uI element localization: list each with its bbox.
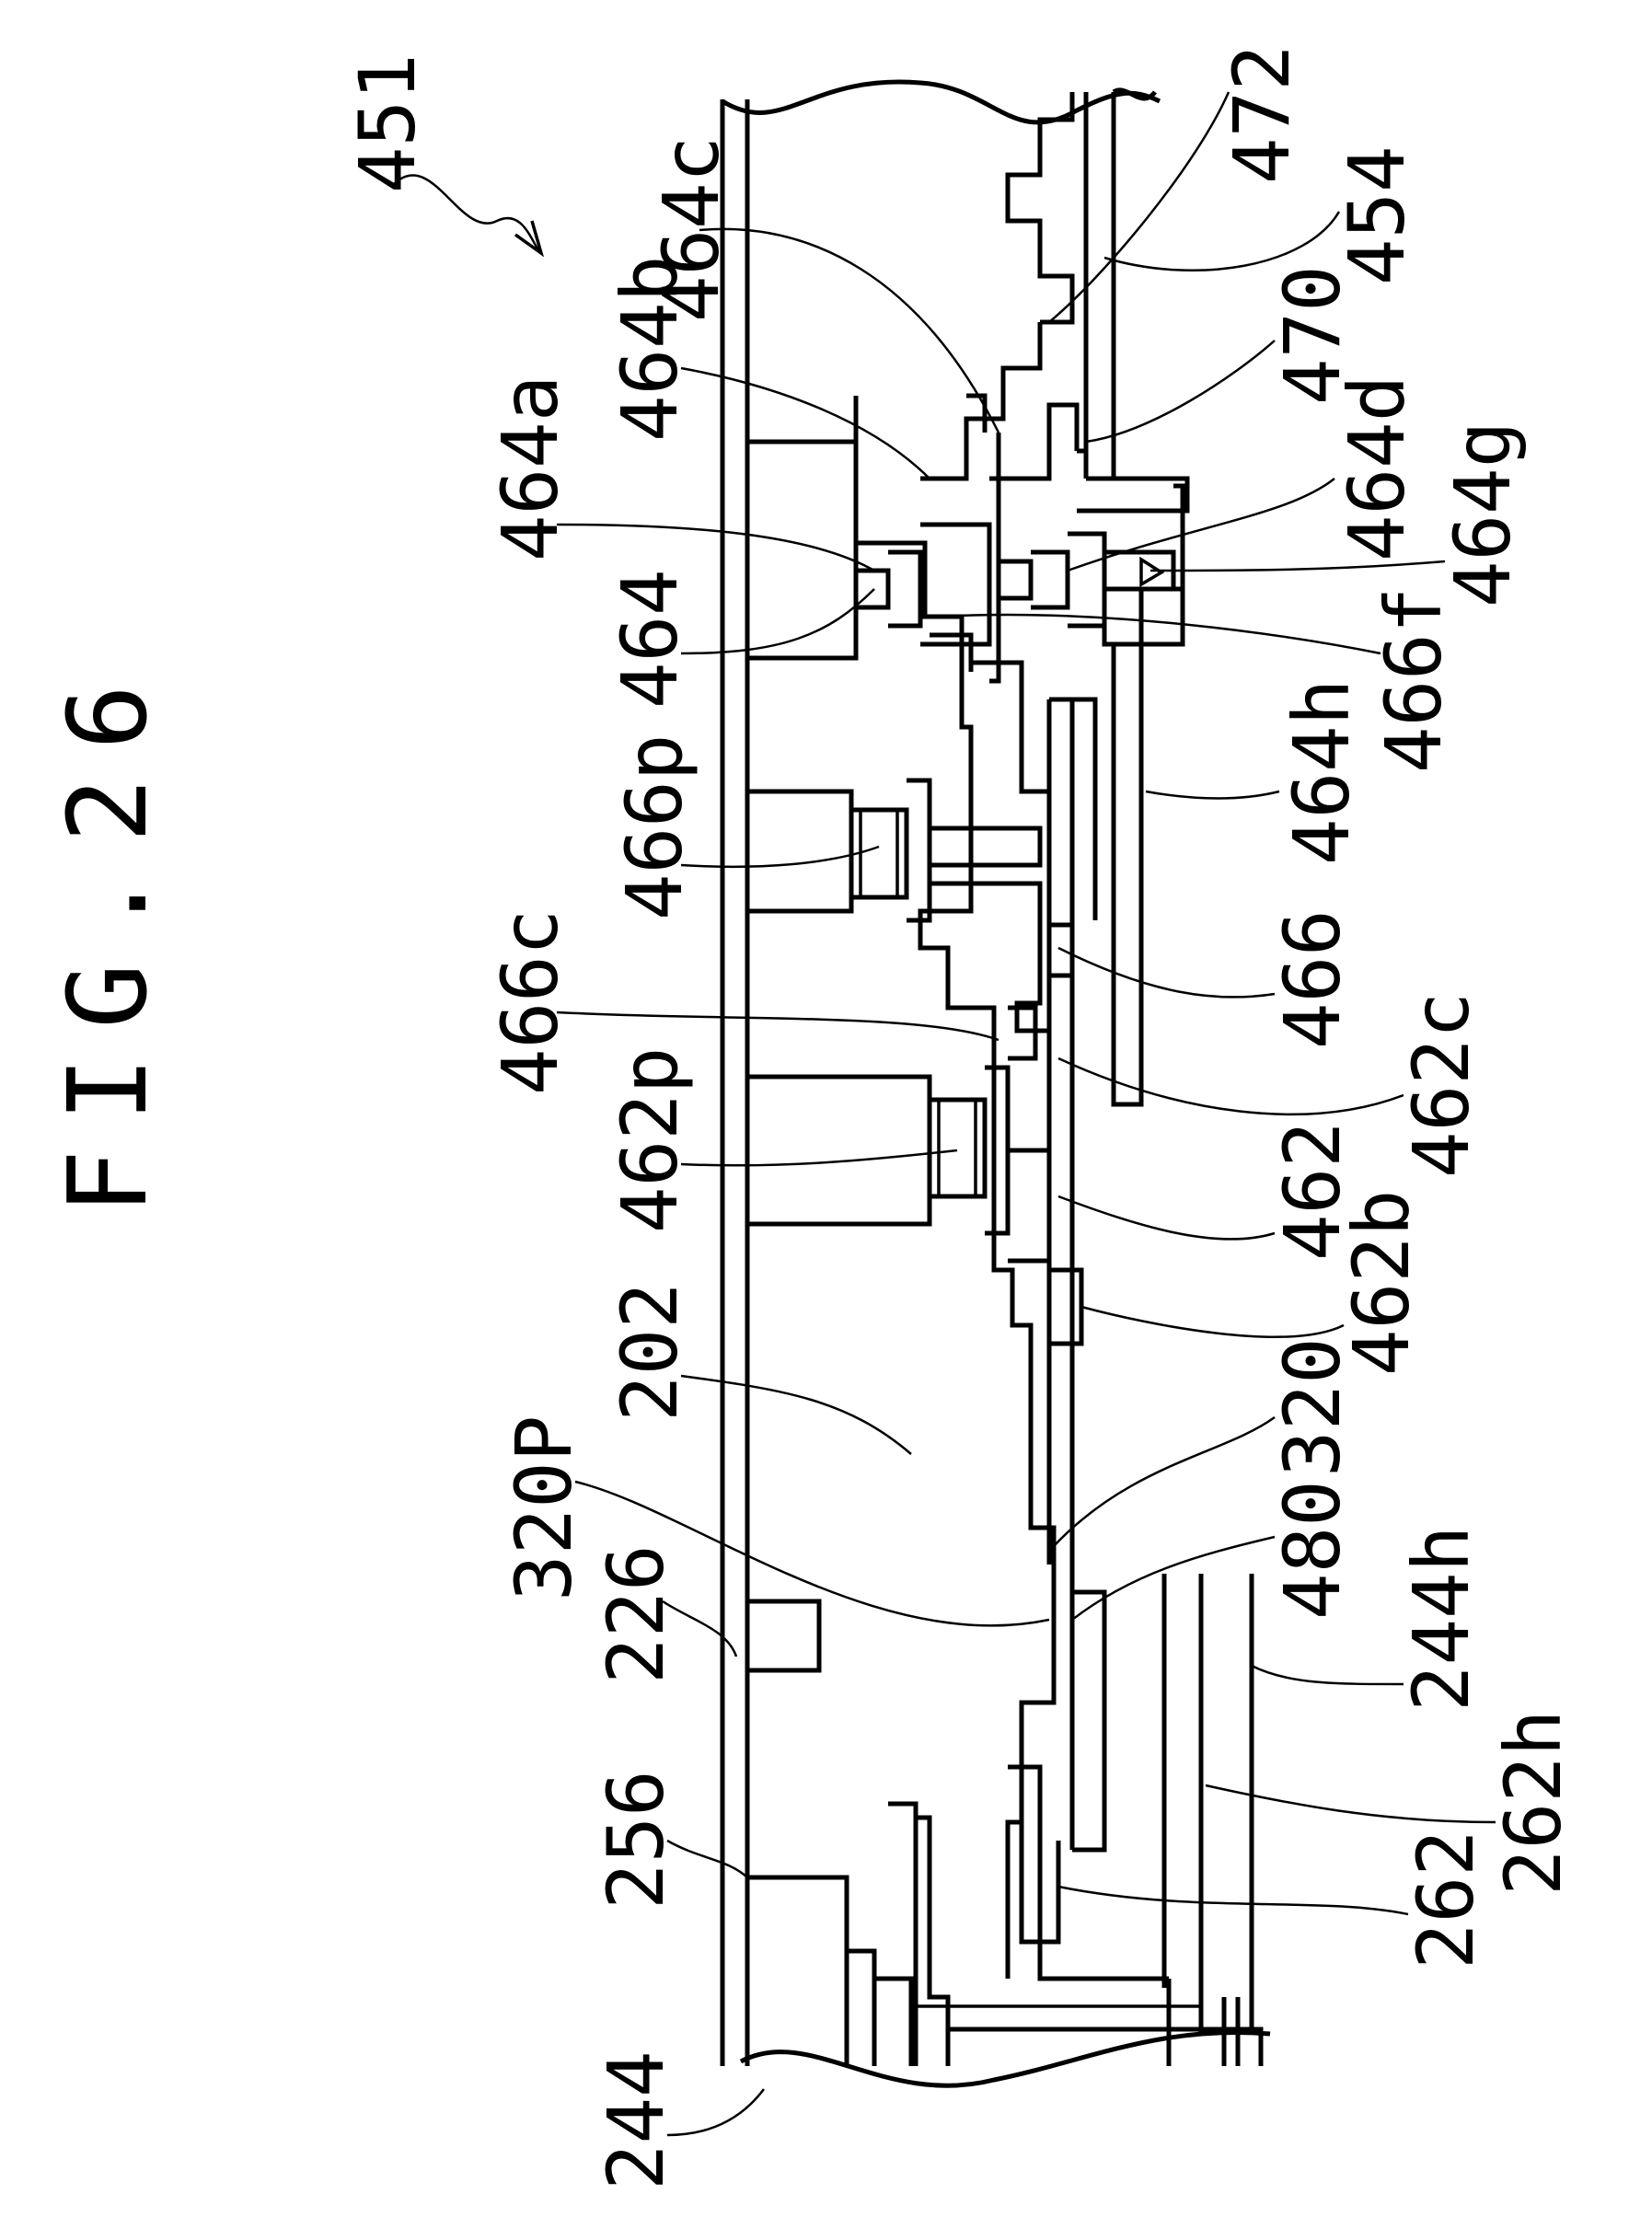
leader-464 bbox=[681, 589, 874, 653]
lower-mechanism bbox=[747, 1767, 1261, 2066]
label-480: 480 bbox=[1267, 1480, 1357, 1620]
leader-466 bbox=[1058, 948, 1275, 997]
leader-462b bbox=[1081, 1307, 1344, 1337]
figure-title: FIG.26 bbox=[44, 657, 171, 1215]
label-466c: 466c bbox=[485, 909, 575, 1095]
label-466: 466 bbox=[1267, 909, 1357, 1049]
lever-464h bbox=[1114, 589, 1183, 1104]
label-466p: 466p bbox=[609, 734, 699, 920]
leader-464c bbox=[699, 229, 999, 433]
gear-train-upper bbox=[920, 92, 1187, 511]
label-466f: 466f bbox=[1369, 587, 1459, 773]
label-464g: 464g bbox=[1438, 421, 1528, 607]
leader-464a bbox=[557, 525, 874, 571]
label-262h: 262h bbox=[1488, 1710, 1578, 1896]
label-462p: 462p bbox=[605, 1047, 695, 1233]
leader-472 bbox=[1049, 92, 1229, 322]
label-202: 202 bbox=[605, 1282, 695, 1422]
label-462c: 462c bbox=[1396, 992, 1486, 1178]
leader-244 bbox=[667, 2089, 764, 2135]
leader-454 bbox=[1104, 212, 1339, 271]
label-464b: 464b bbox=[605, 256, 695, 442]
leader-464h bbox=[1146, 791, 1279, 799]
upper-block-462p bbox=[747, 1068, 1008, 1233]
leader-462c bbox=[1058, 1058, 1404, 1114]
label-464d: 464d bbox=[1332, 375, 1422, 561]
label-262: 262 bbox=[1401, 1830, 1491, 1969]
label-256: 256 bbox=[591, 1770, 681, 1910]
label-320P: 320P bbox=[499, 1415, 589, 1601]
leader-462 bbox=[1058, 1196, 1275, 1239]
label-320: 320 bbox=[1267, 1337, 1357, 1477]
assembly-ref-label: 451 bbox=[342, 53, 433, 193]
leader-320 bbox=[1054, 1417, 1275, 1546]
leader-464b bbox=[681, 368, 930, 479]
label-244: 244 bbox=[591, 2050, 681, 2190]
label-244h: 244h bbox=[1396, 1526, 1486, 1712]
leader-464d bbox=[1068, 479, 1334, 571]
leader-464g bbox=[1150, 561, 1445, 571]
label-226: 226 bbox=[591, 1544, 681, 1684]
leader-244h bbox=[1252, 1666, 1404, 1684]
plate-320 bbox=[1031, 699, 1104, 1850]
leader-202 bbox=[681, 1376, 911, 1454]
label-464h: 464h bbox=[1277, 679, 1367, 865]
label-472: 472 bbox=[1217, 44, 1307, 184]
label-464a: 464a bbox=[485, 375, 575, 561]
leader-466c bbox=[557, 1012, 999, 1040]
leader-262h bbox=[1206, 1785, 1496, 1822]
label-454: 454 bbox=[1332, 145, 1422, 285]
upper-block-466p bbox=[747, 780, 1040, 920]
leader-262 bbox=[1058, 1887, 1408, 1914]
label-464: 464 bbox=[605, 569, 695, 709]
leader-466f bbox=[939, 615, 1381, 653]
